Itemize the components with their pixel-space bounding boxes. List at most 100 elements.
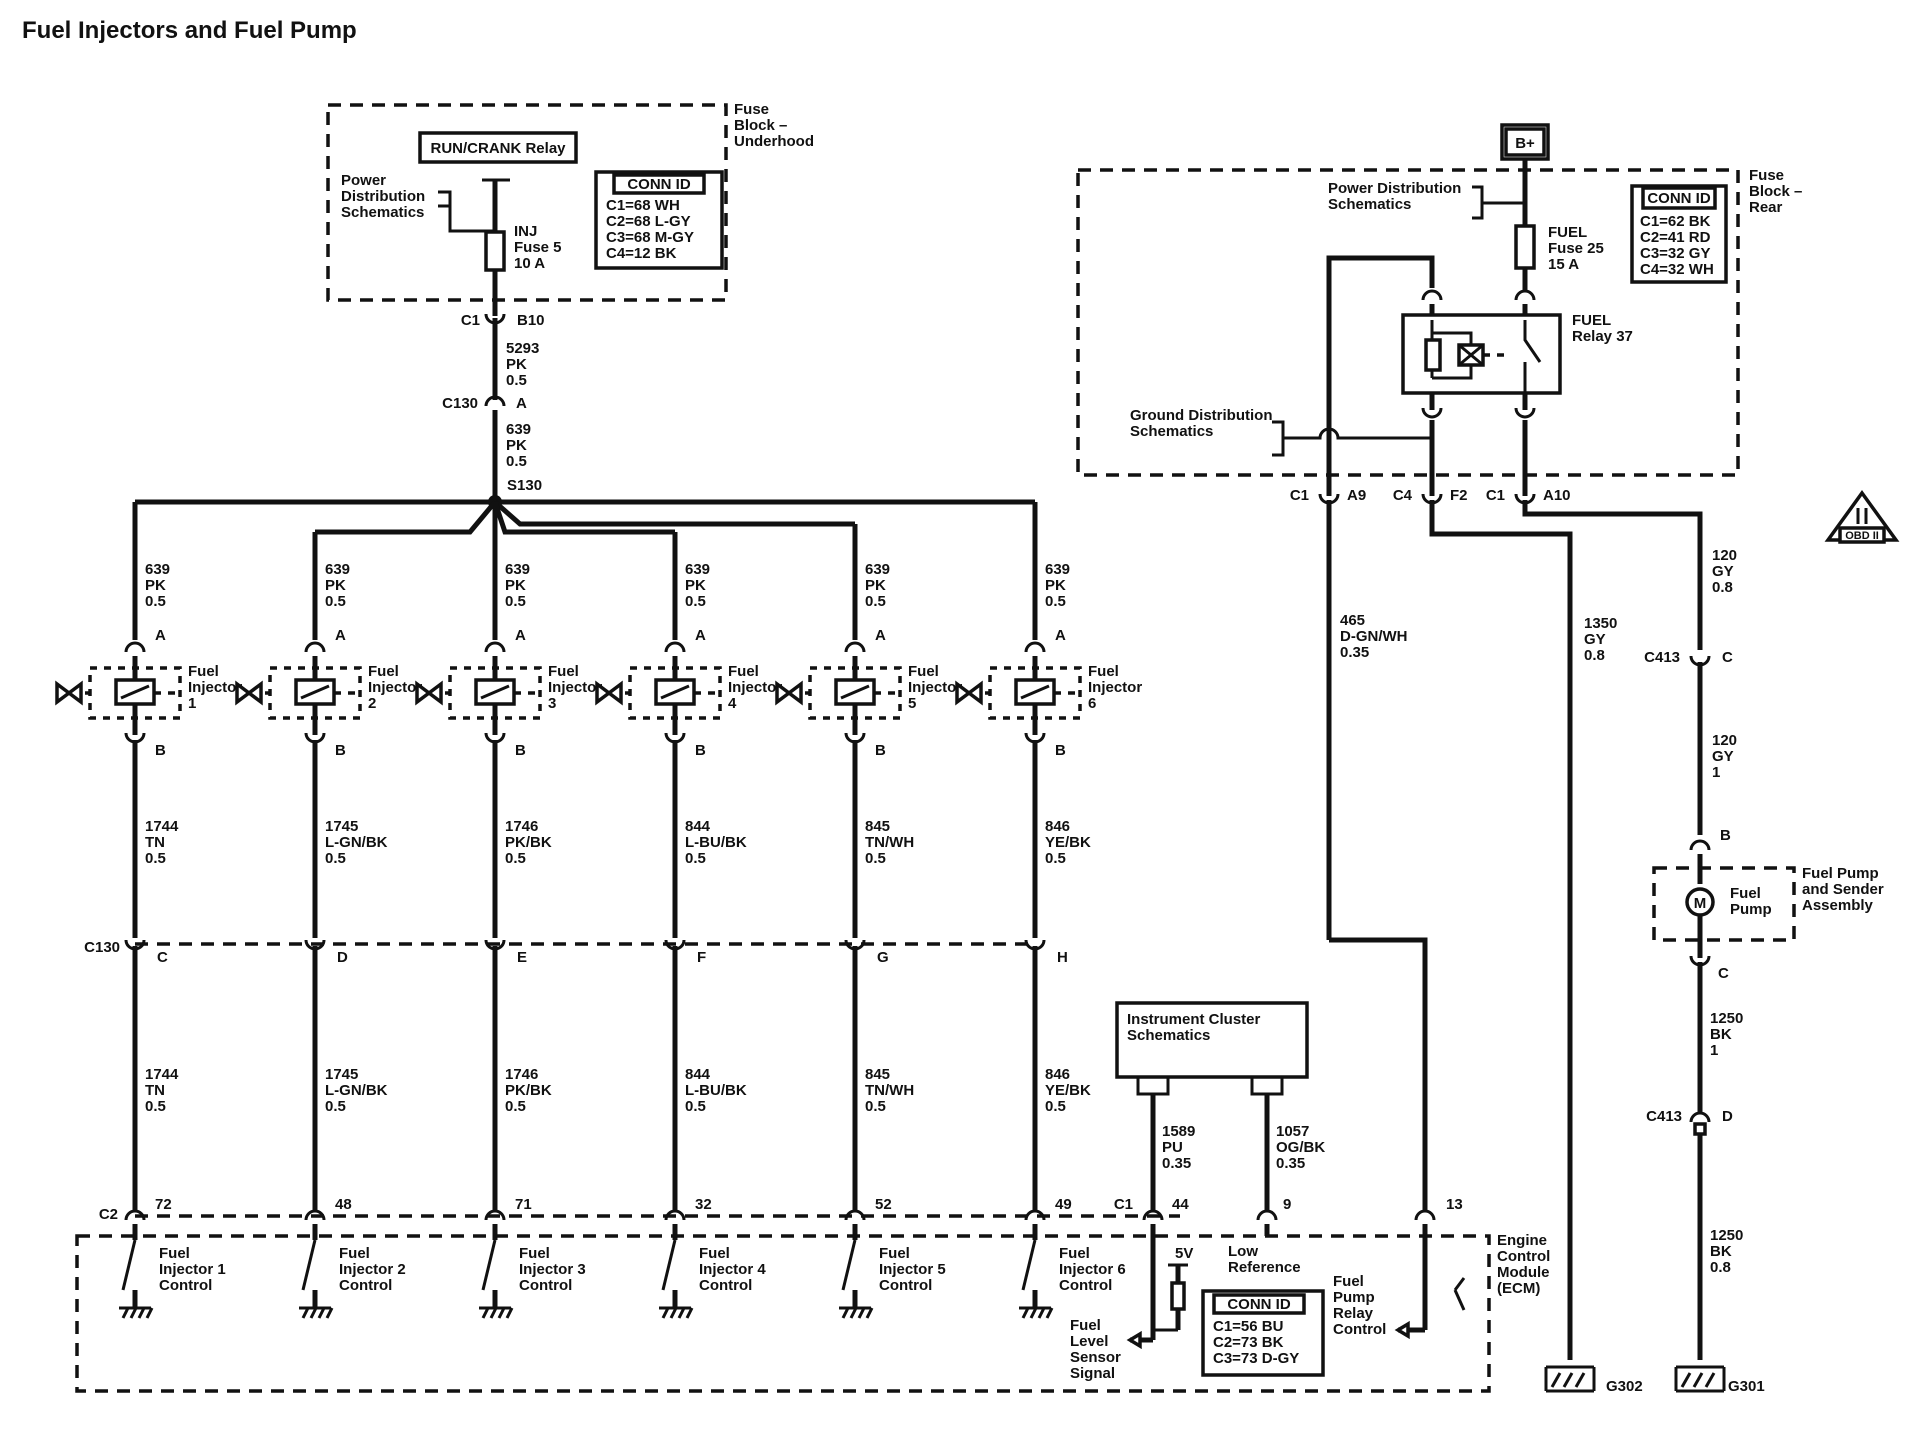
fuel-pump-assembly-label: Fuel Pump xyxy=(1802,865,1879,882)
connector-pin-label: 13 xyxy=(1446,1196,1463,1213)
connector-pin-label: E xyxy=(517,949,527,966)
wire-label: BK xyxy=(1710,1026,1732,1043)
fuel-level-signal-label: Signal xyxy=(1070,1365,1115,1382)
injector-name: 2 xyxy=(368,695,376,712)
connector-label: C1 xyxy=(1290,487,1309,504)
conn-id-entry: C3=68 M-GY xyxy=(606,229,694,246)
resistor-icon xyxy=(1170,1281,1186,1311)
connector-label: C413 xyxy=(1644,649,1680,666)
relay-wire xyxy=(1432,365,1473,380)
ecm-control-label: Control xyxy=(1059,1277,1112,1294)
connector-pin-label: B xyxy=(515,742,526,759)
ecm-control-label: Injector 5 xyxy=(879,1261,946,1278)
wire-label: OG/BK xyxy=(1276,1139,1325,1156)
connector-pin-label: A xyxy=(1055,627,1066,644)
wire-label: TN xyxy=(145,834,165,851)
injector-coil-icon xyxy=(840,684,870,700)
fuel-pump-assembly-label: and Sender xyxy=(1802,881,1884,898)
connector-label: C1 xyxy=(1486,487,1505,504)
wire-label: 1 xyxy=(1710,1042,1718,1059)
wire-label: PK xyxy=(505,577,526,594)
connector-pin-label: 9 xyxy=(1283,1196,1291,1213)
connector-female-icon xyxy=(1024,641,1046,653)
connector-pin-label: B xyxy=(155,742,166,759)
wire-label: 0.5 xyxy=(145,850,166,867)
ecm-control-label: Fuel xyxy=(879,1245,910,1262)
pump-relay-control-label: Relay xyxy=(1333,1305,1374,1322)
wire-label: 0.5 xyxy=(505,1098,526,1115)
instrument-cluster-box xyxy=(1115,1001,1309,1079)
fuse-block-rear xyxy=(1076,168,1740,477)
ecm-control-label: Fuel xyxy=(159,1245,190,1262)
wire-label: 0.5 xyxy=(325,593,346,610)
wire-label: 1 xyxy=(1712,764,1720,781)
connector-pin-label: 52 xyxy=(875,1196,892,1213)
arrow-icon xyxy=(1126,1330,1142,1350)
wire-label: PK xyxy=(506,356,527,373)
ground-icon xyxy=(137,1307,146,1319)
injector-name: Injector xyxy=(1088,679,1142,696)
wire-label: PK xyxy=(506,437,527,454)
conn-id-entry: C4=32 WH xyxy=(1640,261,1714,278)
injector-name: 3 xyxy=(548,695,556,712)
pump-relay-control-label: Control xyxy=(1333,1321,1386,1338)
wire-label: 0.5 xyxy=(865,850,886,867)
wire-label: 0.5 xyxy=(145,593,166,610)
wire-label: 845 xyxy=(865,818,890,835)
ecm-control-label: Control xyxy=(519,1277,572,1294)
injector-coil-icon xyxy=(480,684,510,700)
wire-label: 1589 xyxy=(1162,1123,1195,1140)
spray-icon xyxy=(595,680,612,706)
wire-label: 1745 xyxy=(325,818,358,835)
fuel-relay-label: FUEL xyxy=(1572,312,1611,329)
fuel-level-signal-label: Fuel xyxy=(1070,1317,1101,1334)
connector-label: C2 xyxy=(99,1206,118,1223)
ground-icon xyxy=(685,1307,694,1319)
wire-label: 0.8 xyxy=(1710,1259,1731,1276)
wire-label: 639 xyxy=(865,561,890,578)
spray-icon xyxy=(786,680,803,706)
wire-label: 846 xyxy=(1045,1066,1070,1083)
connector-label: C130 xyxy=(84,939,120,956)
spray-icon xyxy=(246,680,263,706)
connector-female-icon xyxy=(304,641,326,653)
injector-coil-icon xyxy=(1020,684,1050,700)
ground-icon xyxy=(505,1307,514,1319)
ecm-control-label: Fuel xyxy=(1059,1245,1090,1262)
bus-wire xyxy=(492,501,675,535)
connector-female-icon xyxy=(1514,289,1536,301)
fuse-block-rear-label: Rear xyxy=(1749,199,1783,216)
ground-icon xyxy=(325,1307,334,1319)
conn-id-entry: C2=41 RD xyxy=(1640,229,1711,246)
wire-label: 1057 xyxy=(1276,1123,1309,1140)
conn-id-title: CONN ID xyxy=(627,176,691,193)
ground-icon xyxy=(1704,1372,1716,1388)
ground-icon xyxy=(489,1307,498,1319)
ground-icon xyxy=(1574,1372,1586,1388)
inj-fuse-label: Fuse 5 xyxy=(514,239,562,256)
conn-id-title-box xyxy=(1641,186,1717,210)
ground-icon xyxy=(1037,1307,1046,1319)
ground-icon xyxy=(1550,1372,1562,1388)
ecm-control-label: Control xyxy=(159,1277,212,1294)
ecm-control-label: Injector 1 xyxy=(159,1261,226,1278)
ground-icon xyxy=(841,1307,850,1319)
connector-female-icon xyxy=(124,641,146,653)
ground-icon xyxy=(1680,1372,1692,1388)
wire-label: 0.5 xyxy=(506,453,527,470)
switch-icon xyxy=(121,1239,137,1291)
power-distribution-label: Schematics xyxy=(1328,196,1411,213)
spray-icon xyxy=(55,680,72,706)
inj-fuse-label: INJ xyxy=(514,223,537,240)
wire-label: 0.5 xyxy=(865,593,886,610)
ecm-label: Control xyxy=(1497,1248,1550,1265)
connector-pin-label: D xyxy=(1722,1108,1733,1125)
ecm-control-label: Injector 3 xyxy=(519,1261,586,1278)
injector-name: Fuel xyxy=(908,663,939,680)
connector-pin-label: A10 xyxy=(1543,487,1571,504)
ground-icon xyxy=(317,1307,326,1319)
wire-label: 0.5 xyxy=(1045,850,1066,867)
wire-label: L-BU/BK xyxy=(685,834,747,851)
connector-female-icon xyxy=(1256,1209,1278,1221)
fuse-block-rear-label: Block – xyxy=(1749,183,1802,200)
